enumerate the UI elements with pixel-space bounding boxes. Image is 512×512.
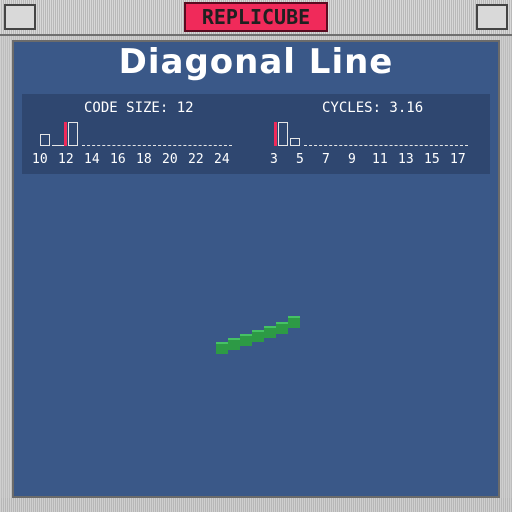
- voxel-cube: [288, 316, 300, 328]
- window-right-button[interactable]: [476, 4, 508, 30]
- cycles-tick: 15: [424, 152, 440, 167]
- code-size-hist-bar: [40, 134, 50, 146]
- cycles-hist-bar: [278, 122, 288, 146]
- code-size-hist-base: [52, 145, 64, 146]
- code-size-player-marker: [64, 122, 67, 146]
- cycles-tick: 13: [398, 152, 414, 167]
- voxel-viewport[interactable]: [200, 300, 320, 370]
- code-size-tick: 12: [58, 152, 74, 167]
- code-size-tick: 10: [32, 152, 48, 167]
- code-size-tick: 16: [110, 152, 126, 167]
- code-size-tick: 18: [136, 152, 152, 167]
- code-size-tick: 24: [214, 152, 230, 167]
- bottom-frame: [0, 498, 512, 512]
- code-size-label: CODE SIZE: 12: [84, 100, 194, 116]
- code-size-hist-bar: [68, 122, 78, 146]
- voxel-cube: [240, 334, 252, 346]
- voxel-cube: [276, 322, 288, 334]
- cycles-tick: 17: [450, 152, 466, 167]
- code-size-tick: 22: [188, 152, 204, 167]
- cycles-tick: 5: [296, 152, 304, 167]
- cycles-tick: 11: [372, 152, 388, 167]
- window-left-button[interactable]: [4, 4, 36, 30]
- voxel-cube: [216, 342, 228, 354]
- cycles-tick: 3: [270, 152, 278, 167]
- cycles-label: CYCLES: 3.16: [322, 100, 424, 116]
- stats-panel: CODE SIZE: 12 10 12 14 16 18 20 22 24 CY…: [22, 94, 490, 174]
- voxel-cube: [228, 338, 240, 350]
- cycles-hist-bar: [290, 138, 300, 146]
- cycles-player-marker: [274, 122, 277, 146]
- title-bar: REPLICUBE: [0, 0, 512, 36]
- cycles-tick: 9: [348, 152, 356, 167]
- voxel-cube: [264, 326, 276, 338]
- app-title: REPLICUBE: [184, 2, 328, 32]
- code-size-tick: 14: [84, 152, 100, 167]
- cycles-tick: 7: [322, 152, 330, 167]
- code-size-tick: 20: [162, 152, 178, 167]
- cycles-hist-baseline: [304, 145, 468, 147]
- level-title: Diagonal Line: [118, 42, 394, 82]
- code-size-hist-baseline: [82, 145, 232, 147]
- voxel-cube: [252, 330, 264, 342]
